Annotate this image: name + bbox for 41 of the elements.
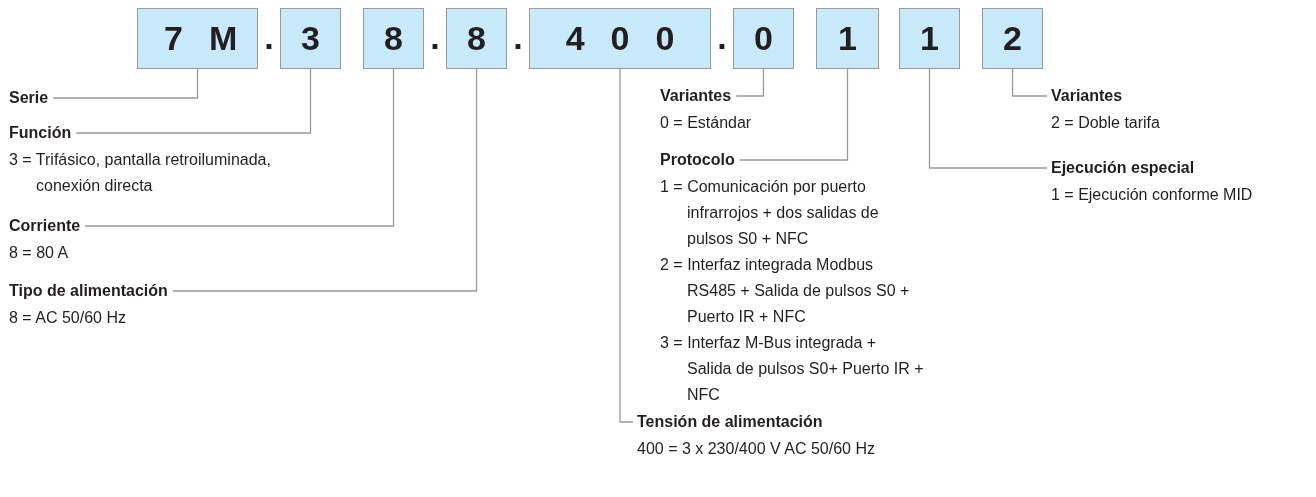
leader-line [172, 68, 478, 292]
option-description: 400 = 3 x 230/400 V AC 50/60 Hz [637, 439, 875, 459]
option-description: 8 = AC 50/60 Hz [9, 308, 127, 328]
code-segment: 7M [137, 8, 258, 69]
leader-line [84, 68, 395, 227]
field-heading: Tipo de alimentación [9, 281, 168, 301]
code-segment: 8 [363, 8, 424, 69]
leader-line [739, 68, 849, 161]
separator-dot: . [263, 17, 275, 58]
option-description: 1 = Ejecución conforme MID [1051, 185, 1253, 205]
option-description: 3 = Interfaz M-Bus integrada + Salida de pulsos S0+ Puerto IR + NFC [660, 333, 925, 405]
option-description: 0 = Estándar [660, 113, 752, 133]
leader-line [928, 68, 1048, 169]
leader-line [619, 68, 634, 423]
option-description: 3 = Trifásico, pantalla retroiluminada, conexión directa [9, 150, 272, 196]
code-segment: 8 [446, 8, 507, 69]
field-heading: Variantes [1051, 86, 1123, 106]
field-heading: Función [9, 123, 72, 143]
separator-dot: . [429, 17, 441, 58]
option-description: 8 = 80 A [9, 243, 70, 263]
field-heading: Variantes [660, 86, 732, 106]
leader-line [1011, 68, 1048, 97]
code-segment: 2 [982, 8, 1043, 69]
field-heading: Protocolo [660, 150, 735, 170]
code-segment: 1 [899, 8, 960, 69]
leader-line [75, 68, 312, 134]
separator-dot: . [512, 17, 524, 58]
option-description: 1 = Comunicación por puerto infrarrojos + dos salidas de pulsos S0 + NFC [660, 177, 880, 249]
code-segment: 0 [733, 8, 794, 69]
code-segment: 3 [280, 8, 341, 69]
field-heading: Ejecución especial [1051, 158, 1195, 178]
leader-line [52, 68, 199, 99]
code-segment: 1 [816, 8, 879, 69]
code-segment: 400 [529, 8, 711, 69]
option-description: 2 = Interfaz integrada Modbus RS485 + Salida de pulsos S0 + Puerto IR + NFC [660, 255, 911, 327]
field-heading: Serie [9, 88, 49, 108]
field-heading: Tensión de alimentación [637, 412, 823, 432]
leader-line [735, 68, 765, 97]
separator-dot: . [716, 17, 728, 58]
option-description: 2 = Doble tarifa [1051, 113, 1160, 133]
field-heading: Corriente [9, 216, 81, 236]
